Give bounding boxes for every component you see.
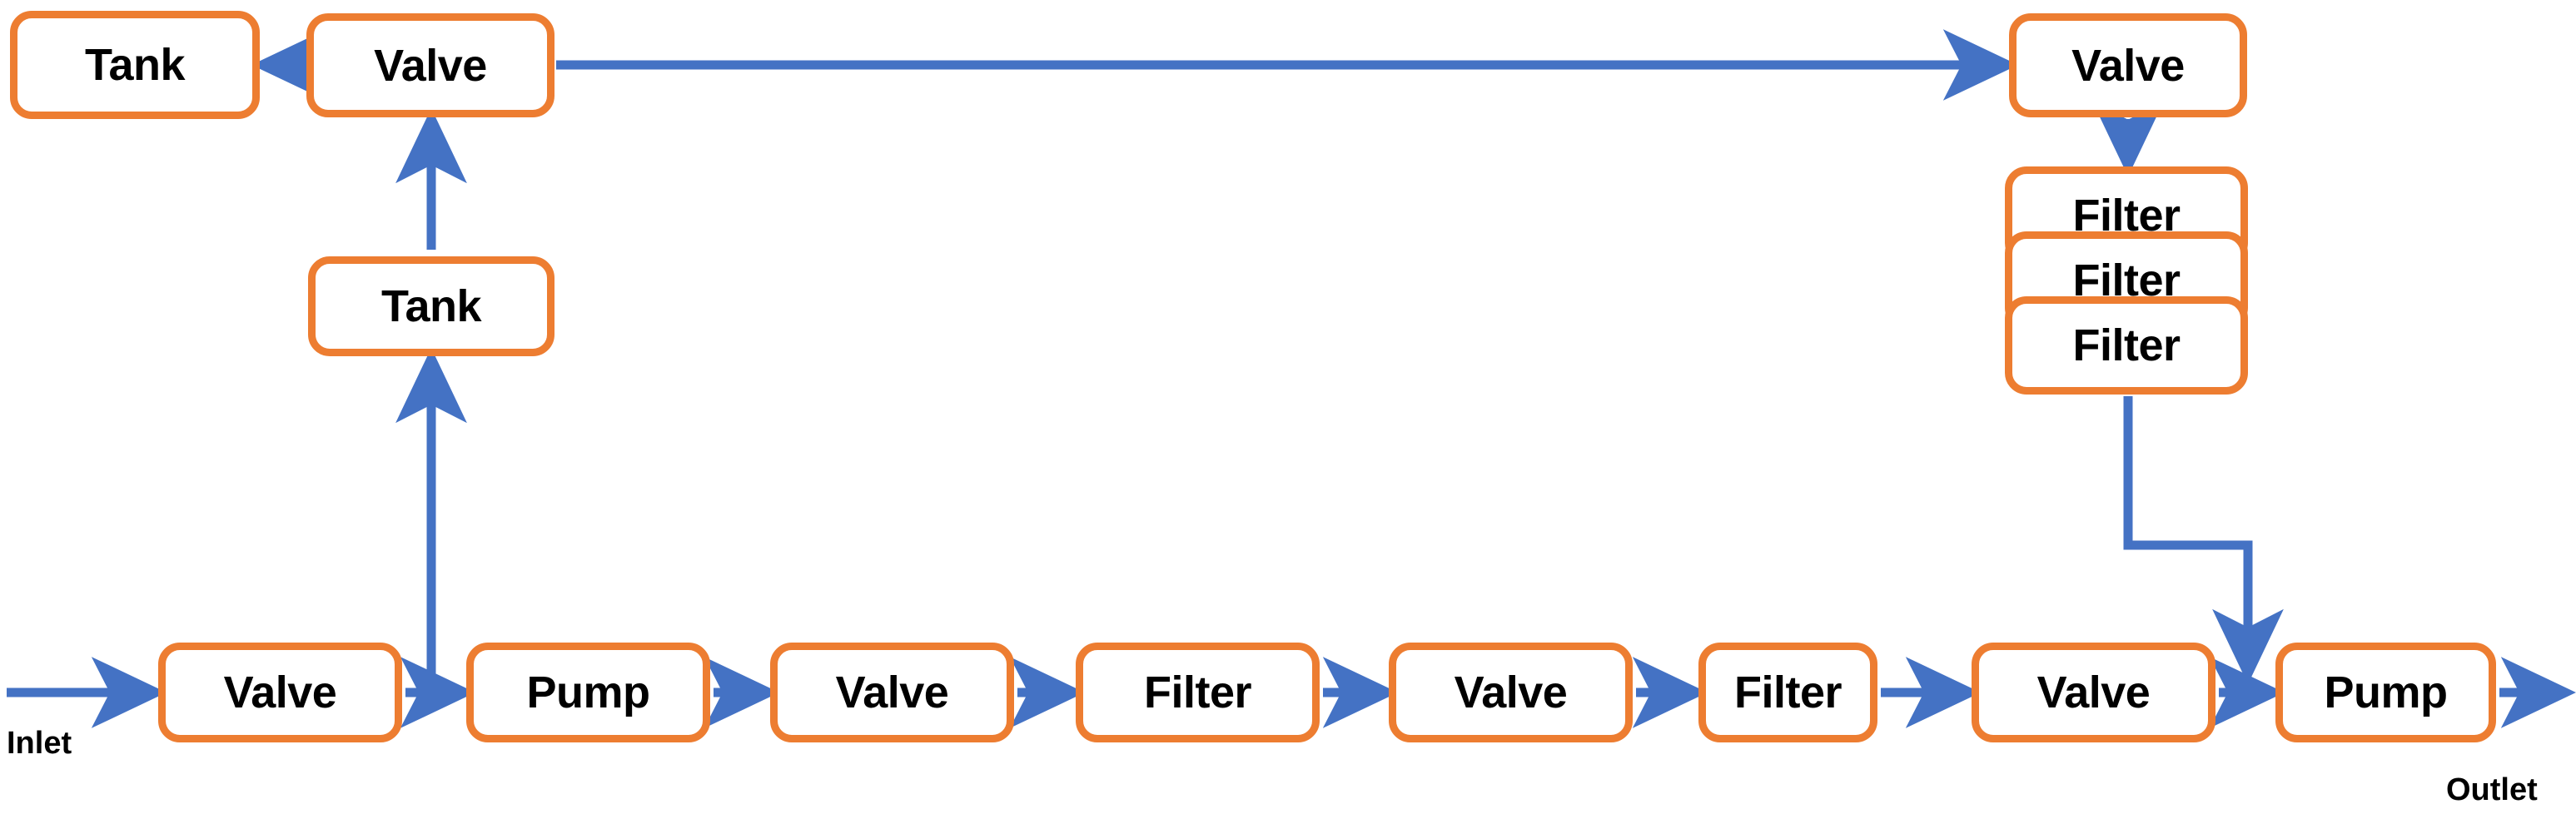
- node-filter-bottom-1[interactable]: Filter: [1076, 643, 1320, 742]
- node-label: Valve: [835, 668, 949, 717]
- node-label: Valve: [2071, 40, 2185, 91]
- node-filter-bottom-2[interactable]: Filter: [1698, 643, 1877, 742]
- node-label: Filter: [2072, 320, 2181, 370]
- node-label: Tank: [84, 40, 186, 90]
- node-pump-bottom-2[interactable]: Pump: [2275, 643, 2496, 742]
- node-valve-top[interactable]: Valve: [306, 13, 554, 117]
- node-valve-bottom-1[interactable]: Valve: [158, 643, 402, 742]
- node-tank-mid-left[interactable]: Tank: [308, 256, 554, 356]
- node-valve-right-top[interactable]: Valve: [2009, 13, 2247, 117]
- outlet-label: Outlet: [2446, 772, 2538, 807]
- edge-filter-r3-to-pump2: [2123, 396, 2284, 685]
- node-tank-top-left[interactable]: Tank: [10, 11, 260, 119]
- node-label: Valve: [374, 40, 487, 91]
- node-valve-bottom-4[interactable]: Valve: [1972, 643, 2215, 742]
- node-label: Filter: [1733, 668, 1842, 717]
- node-valve-bottom-2[interactable]: Valve: [770, 643, 1014, 742]
- node-label: Tank: [380, 281, 482, 331]
- node-label: Valve: [2036, 668, 2151, 717]
- node-label: Filter: [1143, 668, 1252, 717]
- node-label: Pump: [526, 668, 650, 717]
- node-pump-bottom-1[interactable]: Pump: [466, 643, 710, 742]
- node-label: Valve: [223, 668, 337, 717]
- node-label: Valve: [1454, 668, 1568, 717]
- node-label: Pump: [2324, 668, 2448, 717]
- node-valve-bottom-3[interactable]: Valve: [1389, 643, 1633, 742]
- inlet-label: Inlet: [7, 726, 72, 761]
- node-filter-right-3[interactable]: Filter: [2005, 296, 2248, 395]
